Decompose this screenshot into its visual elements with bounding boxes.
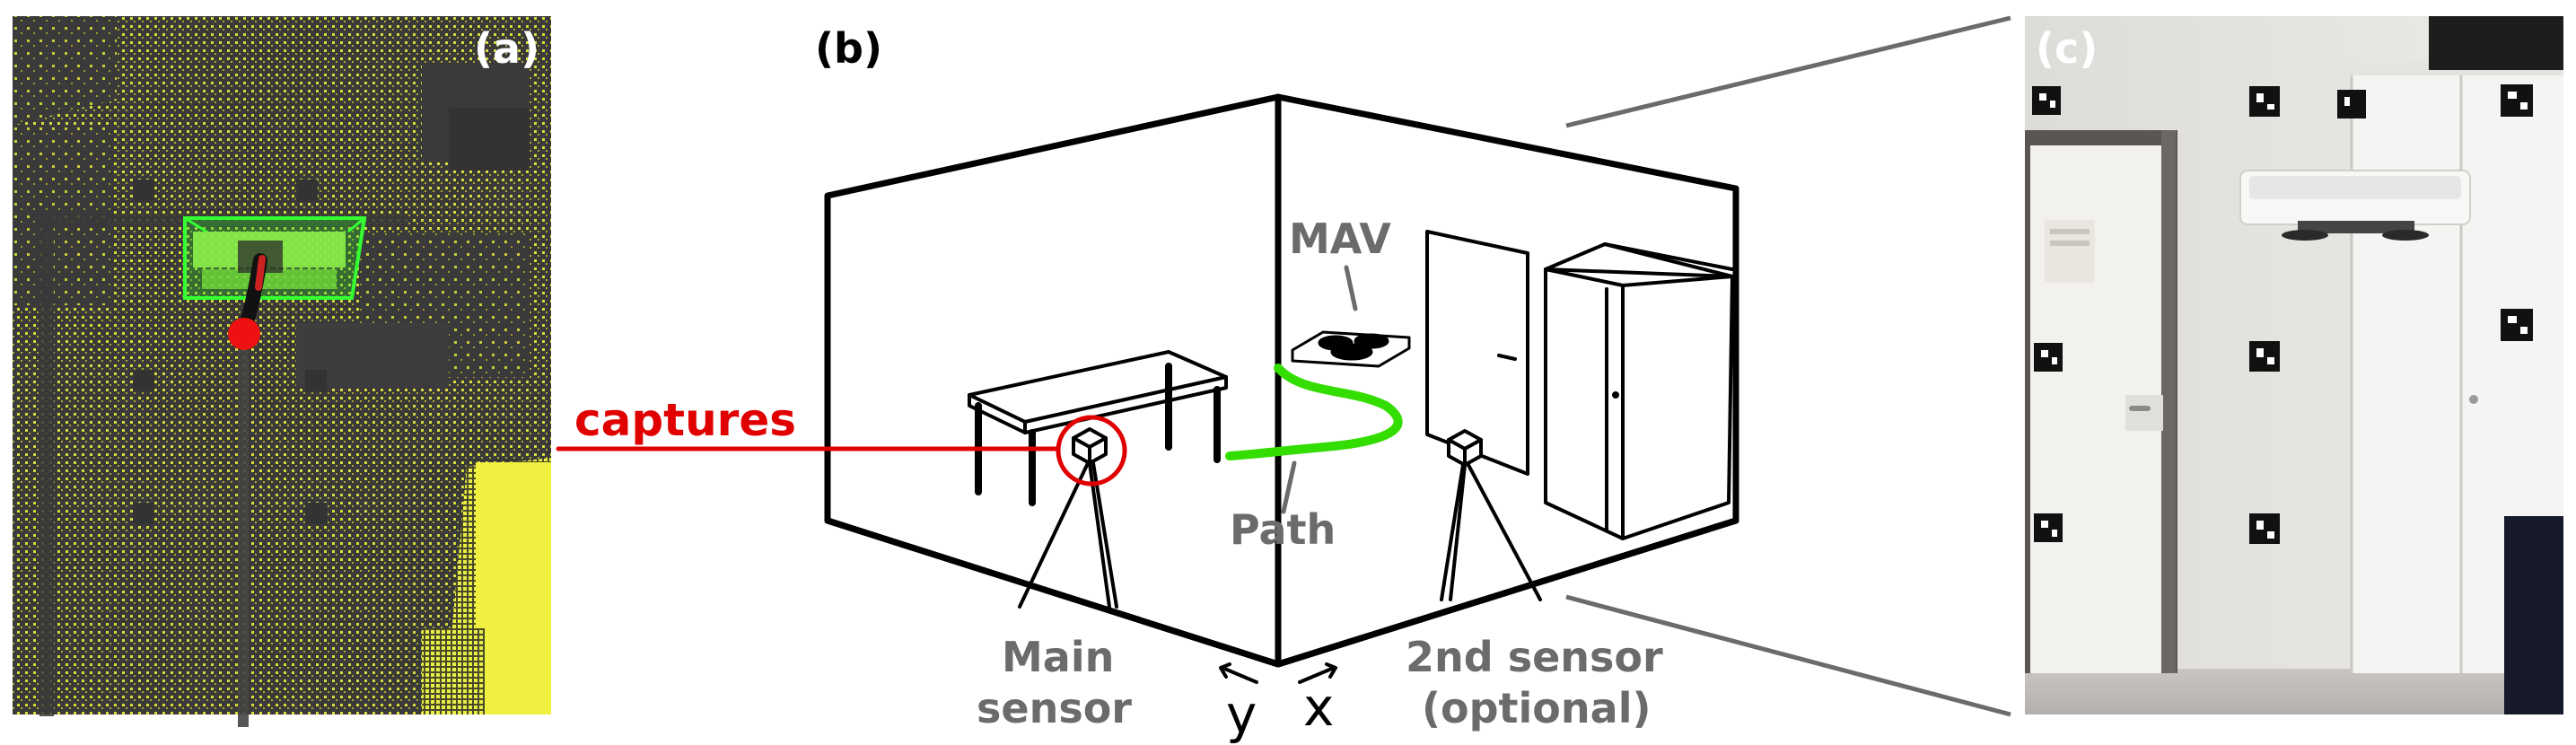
cabinet — [1544, 242, 1734, 540]
second-sensor-label-line1: 2nd sensor — [1406, 633, 1663, 681]
captures-label: captures — [574, 394, 796, 446]
mav-detection-box — [183, 216, 367, 300]
panel-a-pointcloud: (a) — [13, 16, 551, 727]
mav-sketch — [1291, 330, 1411, 368]
zoom-line-top — [1565, 15, 2011, 128]
second-sensor — [1440, 429, 1542, 601]
mav-label: MAV — [1289, 215, 1391, 263]
panel-b-letter: (b) — [815, 24, 882, 73]
table — [968, 350, 1228, 506]
second-sensor-label-line2: (optional) — [1422, 684, 1652, 732]
path-label: Path — [1230, 505, 1336, 554]
main-sensor-label-line2: sensor — [977, 684, 1132, 732]
main-sensor-label-line1: Main — [1002, 633, 1114, 681]
mav-trajectory — [228, 253, 267, 350]
panel-c-photo: (c) — [2025, 16, 2563, 714]
aruco-markers — [2032, 84, 2533, 544]
panel-c-letter: (c) — [2036, 24, 2098, 73]
axis-x-label: x — [1303, 677, 1334, 738]
zoom-line-bottom — [1565, 594, 2011, 717]
axis-y-label: y — [1226, 684, 1257, 745]
flight-path — [1225, 364, 1403, 460]
panel-a-letter: (a) — [474, 24, 539, 73]
panel-b-schematic: (b) — [556, 24, 1739, 684]
door — [1425, 230, 1529, 476]
mav-position-marker — [228, 318, 260, 350]
mav-photo — [2239, 170, 2471, 241]
door-handle-icon — [2129, 406, 2151, 411]
axes-arrows — [1219, 662, 1337, 684]
